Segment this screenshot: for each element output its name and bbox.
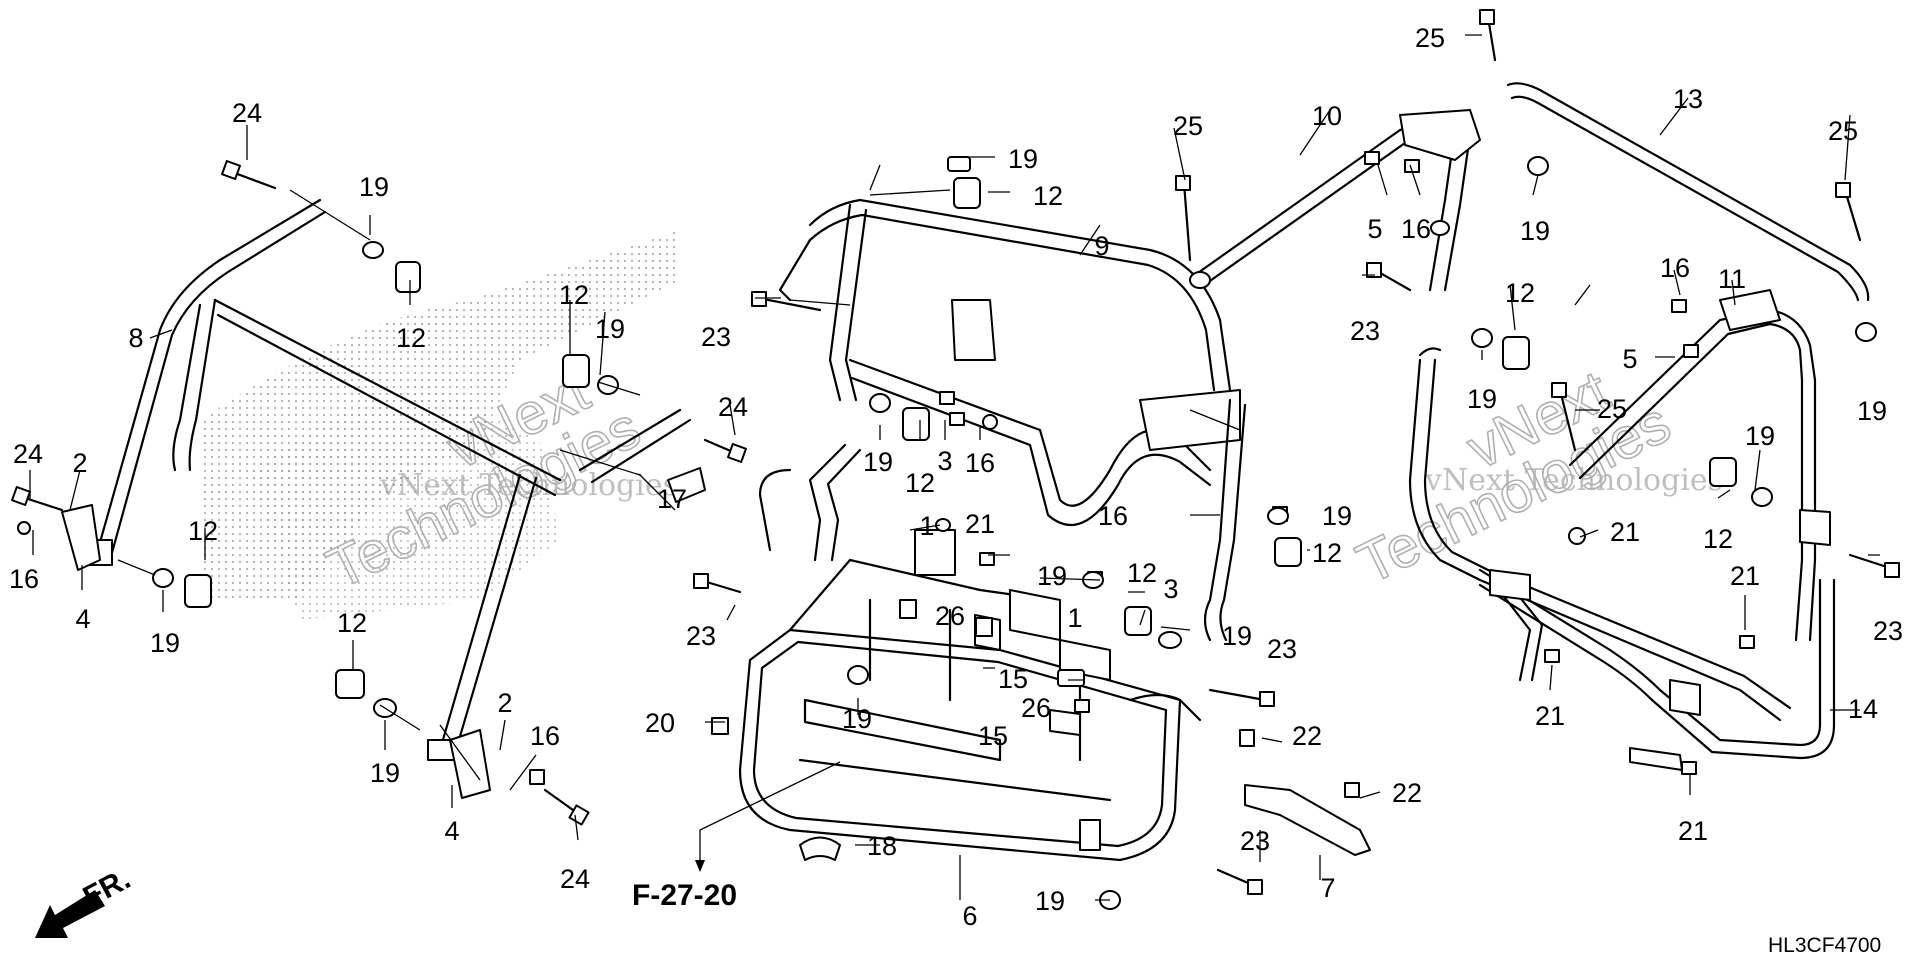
callout-16: 16 [1660,253,1690,283]
callout-24: 24 [232,98,262,128]
callout-13: 13 [1673,84,1703,114]
callout-1: 1 [919,511,934,541]
callout-12: 12 [1033,181,1063,211]
callout-24: 24 [13,439,43,469]
callout-2: 2 [72,448,87,478]
watermark-text-left: vNext Technologies [379,468,678,503]
bracket-left-upper [61,504,491,799]
callout-16: 16 [9,564,39,594]
callout-26: 26 [935,601,965,631]
callout-21: 21 [1610,517,1640,547]
callout-19: 19 [1467,384,1497,414]
callout-19: 19 [1222,621,1252,651]
callout-23: 23 [1350,316,1380,346]
callout-21: 21 [1678,816,1708,846]
callout-1: 1 [1067,603,1082,633]
side-frame-part-11 [1408,289,1817,722]
callout-12: 12 [188,516,218,546]
reference-pointer [695,761,841,872]
callout-3: 3 [937,446,952,476]
roll-bar-part-13 [1506,82,1877,342]
callout-19: 19 [1520,216,1550,246]
callout-22: 22 [1292,721,1322,751]
callout-12: 12 [1127,558,1157,588]
watermark-text-right: vNext Technologies [1424,463,1723,498]
reference-label: F-27-20 [632,879,737,912]
callout-22: 22 [1392,778,1422,808]
callout-7: 7 [1320,873,1335,903]
lower-frame-part-6 [738,529,1182,862]
callout-25: 25 [1415,23,1445,53]
callout-18: 18 [867,831,897,861]
callout-labels: 24 19 12 8 24 2 16 4 12 19 12 19 24 17 1… [9,23,1903,931]
callout-19: 19 [1037,561,1067,591]
callout-16: 16 [965,448,995,478]
callout-3: 3 [1163,574,1178,604]
callout-19: 19 [1035,886,1065,916]
callout-15: 15 [978,721,1008,751]
callout-12: 12 [905,468,935,498]
callout-19: 19 [842,704,872,734]
callout-20: 20 [645,708,675,738]
callout-19: 19 [359,172,389,202]
callout-19: 19 [863,447,893,477]
callout-15: 15 [998,664,1028,694]
callout-19: 19 [595,314,625,344]
callout-5: 5 [1622,344,1637,374]
callout-23: 23 [701,322,731,352]
callout-11: 11 [1718,264,1746,294]
callout-4: 4 [75,604,90,634]
callout-19: 19 [1745,421,1775,451]
callout-12: 12 [396,323,426,353]
bracket-part-7 [1244,784,1371,856]
callout-14: 14 [1848,694,1878,724]
callout-25: 25 [1597,394,1627,424]
front-direction-arrow: FR. [35,862,136,938]
callout-19: 19 [150,628,180,658]
callout-21: 21 [1730,561,1760,591]
callout-9: 9 [1094,231,1109,261]
rear-frame-part-9 [758,198,1247,722]
callout-10: 10 [1312,101,1342,131]
callout-12: 12 [337,608,367,638]
callout-12: 12 [1505,278,1535,308]
diagram-code: HL3CF4700 [1768,934,1881,957]
callout-23: 23 [1873,616,1903,646]
callout-26: 26 [1021,693,1051,723]
callout-17: 17 [657,484,687,514]
callout-23: 23 [686,621,716,651]
callout-25: 25 [1173,111,1203,141]
roll-bar-part-10 [1189,109,1481,292]
side-frame-part-14 [1478,509,1836,771]
callout-2: 2 [497,688,512,718]
callout-23: 23 [1267,634,1297,664]
callout-23: 23 [1240,826,1270,856]
callout-21: 21 [965,509,995,539]
callout-12: 12 [1703,524,1733,554]
fasteners-center [693,156,1360,910]
callout-5: 5 [1367,214,1382,244]
callout-8: 8 [128,323,143,353]
callout-12: 12 [559,280,589,310]
callout-21: 21 [1535,701,1565,731]
callout-19: 19 [1857,396,1887,426]
callout-25: 25 [1828,116,1858,146]
callout-24: 24 [718,392,748,422]
callout-19: 19 [370,758,400,788]
roll-bar-left-part-8 [87,198,692,761]
callout-24: 24 [560,864,590,894]
fasteners-right [1175,9,1900,775]
fasteners-left [11,160,747,826]
leader-lines [29,34,1880,901]
callout-16: 16 [530,721,560,751]
callout-19: 19 [1008,144,1038,174]
callout-4: 4 [444,816,459,846]
callout-16: 16 [1401,214,1431,244]
callout-12: 12 [1312,538,1342,568]
callout-6: 6 [962,901,977,931]
callout-19: 19 [1322,501,1352,531]
callout-16: 16 [1098,501,1128,531]
